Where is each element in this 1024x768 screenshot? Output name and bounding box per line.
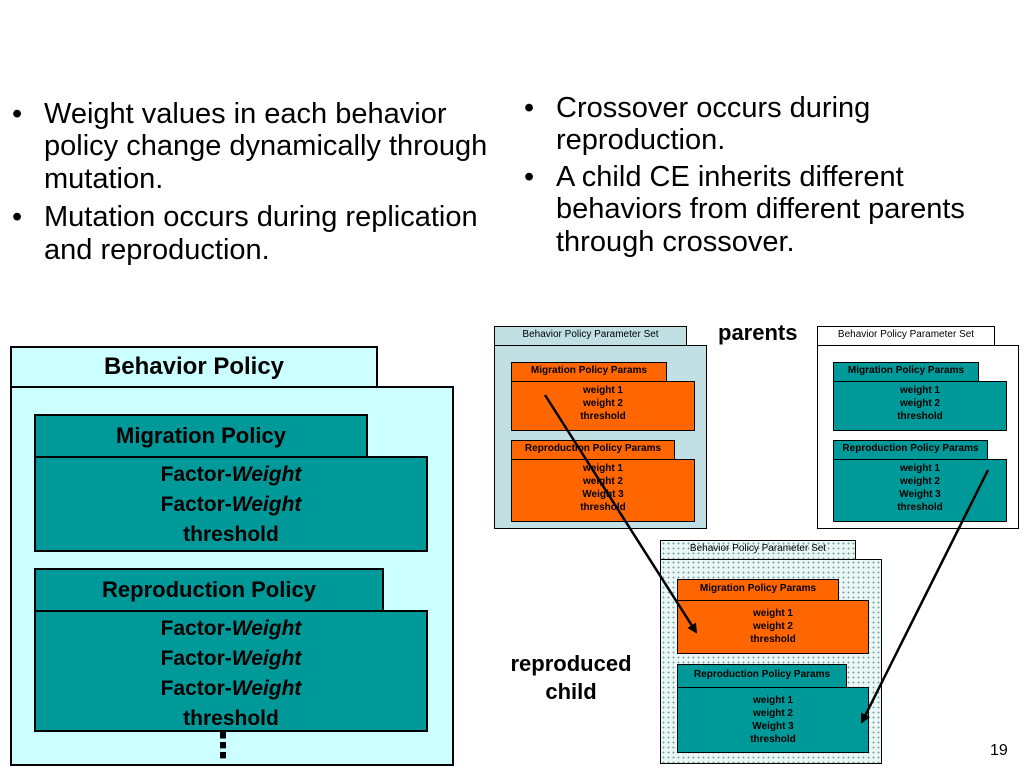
factor-label: Factor- xyxy=(160,493,232,516)
param-threshold: threshold xyxy=(897,502,943,513)
weight-label: Weight xyxy=(231,647,302,670)
param-weight-1: weight 1 xyxy=(899,463,940,474)
param-threshold: threshold xyxy=(750,634,796,645)
behavior-policy-title: Behavior Policy xyxy=(10,346,378,388)
left-bullet-2: Mutation occurs during replication and r… xyxy=(8,201,508,266)
param-weight-1: weight 1 xyxy=(582,463,623,474)
reproduced-label: reproduced xyxy=(510,651,632,676)
right-bullet-list: Crossover occurs during reproduction. A … xyxy=(520,92,1020,262)
right-bullet-2: A child CE inherits different behaviors … xyxy=(520,161,1020,258)
reproduced-child-label: reproduced child xyxy=(496,650,646,706)
param-threshold: threshold xyxy=(750,734,796,745)
param-weight-1: weight 1 xyxy=(582,385,623,396)
arrow-migration-to-child xyxy=(543,394,698,634)
parent-2-set-title: Behavior Policy Parameter Set xyxy=(817,326,995,346)
threshold-label: threshold xyxy=(183,523,279,546)
param-weight-1: weight 1 xyxy=(752,608,793,619)
factor-label: Factor- xyxy=(160,677,232,700)
param-weight-2: weight 2 xyxy=(582,476,623,487)
parents-label: parents xyxy=(718,320,798,345)
parent-1-migration-body: weight 1 weight 2 threshold xyxy=(511,381,695,431)
param-weight-1: weight 1 xyxy=(899,385,940,396)
child-migration-body: weight 1 weight 2 threshold xyxy=(677,600,869,654)
parent-2-reproduction-body: weight 1 weight 2 Weight 3 threshold xyxy=(833,459,1007,522)
page-number: 19 xyxy=(990,742,1008,759)
weight-label: Weight xyxy=(231,463,302,486)
arrow-reproduction-to-child xyxy=(860,469,990,724)
threshold-label: threshold xyxy=(183,707,279,730)
weight-label: Weight xyxy=(231,677,302,700)
param-threshold: threshold xyxy=(897,411,943,422)
child-label: child xyxy=(545,679,597,704)
param-weight-1: weight 1 xyxy=(752,695,793,706)
param-weight-3: Weight 3 xyxy=(752,721,794,732)
param-weight-3: Weight 3 xyxy=(582,489,624,500)
migration-policy-body: Factor-Weight Factor-Weight threshold xyxy=(34,456,428,552)
weight-label: Weight xyxy=(231,493,302,516)
weight-label: Weight xyxy=(231,617,302,640)
right-bullet-1: Crossover occurs during reproduction. xyxy=(520,92,1020,157)
child-set-title: Behavior Policy Parameter Set xyxy=(660,540,856,560)
param-weight-2: weight 2 xyxy=(752,621,793,632)
left-bullet-list: Weight values in each behavior policy ch… xyxy=(8,98,508,272)
factor-label: Factor- xyxy=(160,647,232,670)
param-weight-2: weight 2 xyxy=(582,398,623,409)
parent-2-migration-body: weight 1 weight 2 threshold xyxy=(833,381,1007,431)
reproduction-policy-title: Reproduction Policy xyxy=(34,568,384,612)
factor-label: Factor- xyxy=(160,463,232,486)
reproduction-policy-body: Factor-Weight Factor-Weight Factor-Weigh… xyxy=(34,610,428,732)
param-weight-2: weight 2 xyxy=(899,398,940,409)
parent-1-reproduction-body: weight 1 weight 2 Weight 3 threshold xyxy=(511,459,695,522)
left-bullet-1: Weight values in each behavior policy ch… xyxy=(8,98,508,195)
param-weight-3: Weight 3 xyxy=(899,489,941,500)
param-threshold: threshold xyxy=(580,411,626,422)
param-weight-2: weight 2 xyxy=(899,476,940,487)
param-threshold: threshold xyxy=(580,502,626,513)
vertical-ellipsis: ⋮ xyxy=(206,727,240,765)
factor-label: Factor- xyxy=(160,617,232,640)
child-reproduction-body: weight 1 weight 2 Weight 3 threshold xyxy=(677,687,869,753)
parent-1-set-title: Behavior Policy Parameter Set xyxy=(494,326,687,346)
param-weight-2: weight 2 xyxy=(752,708,793,719)
